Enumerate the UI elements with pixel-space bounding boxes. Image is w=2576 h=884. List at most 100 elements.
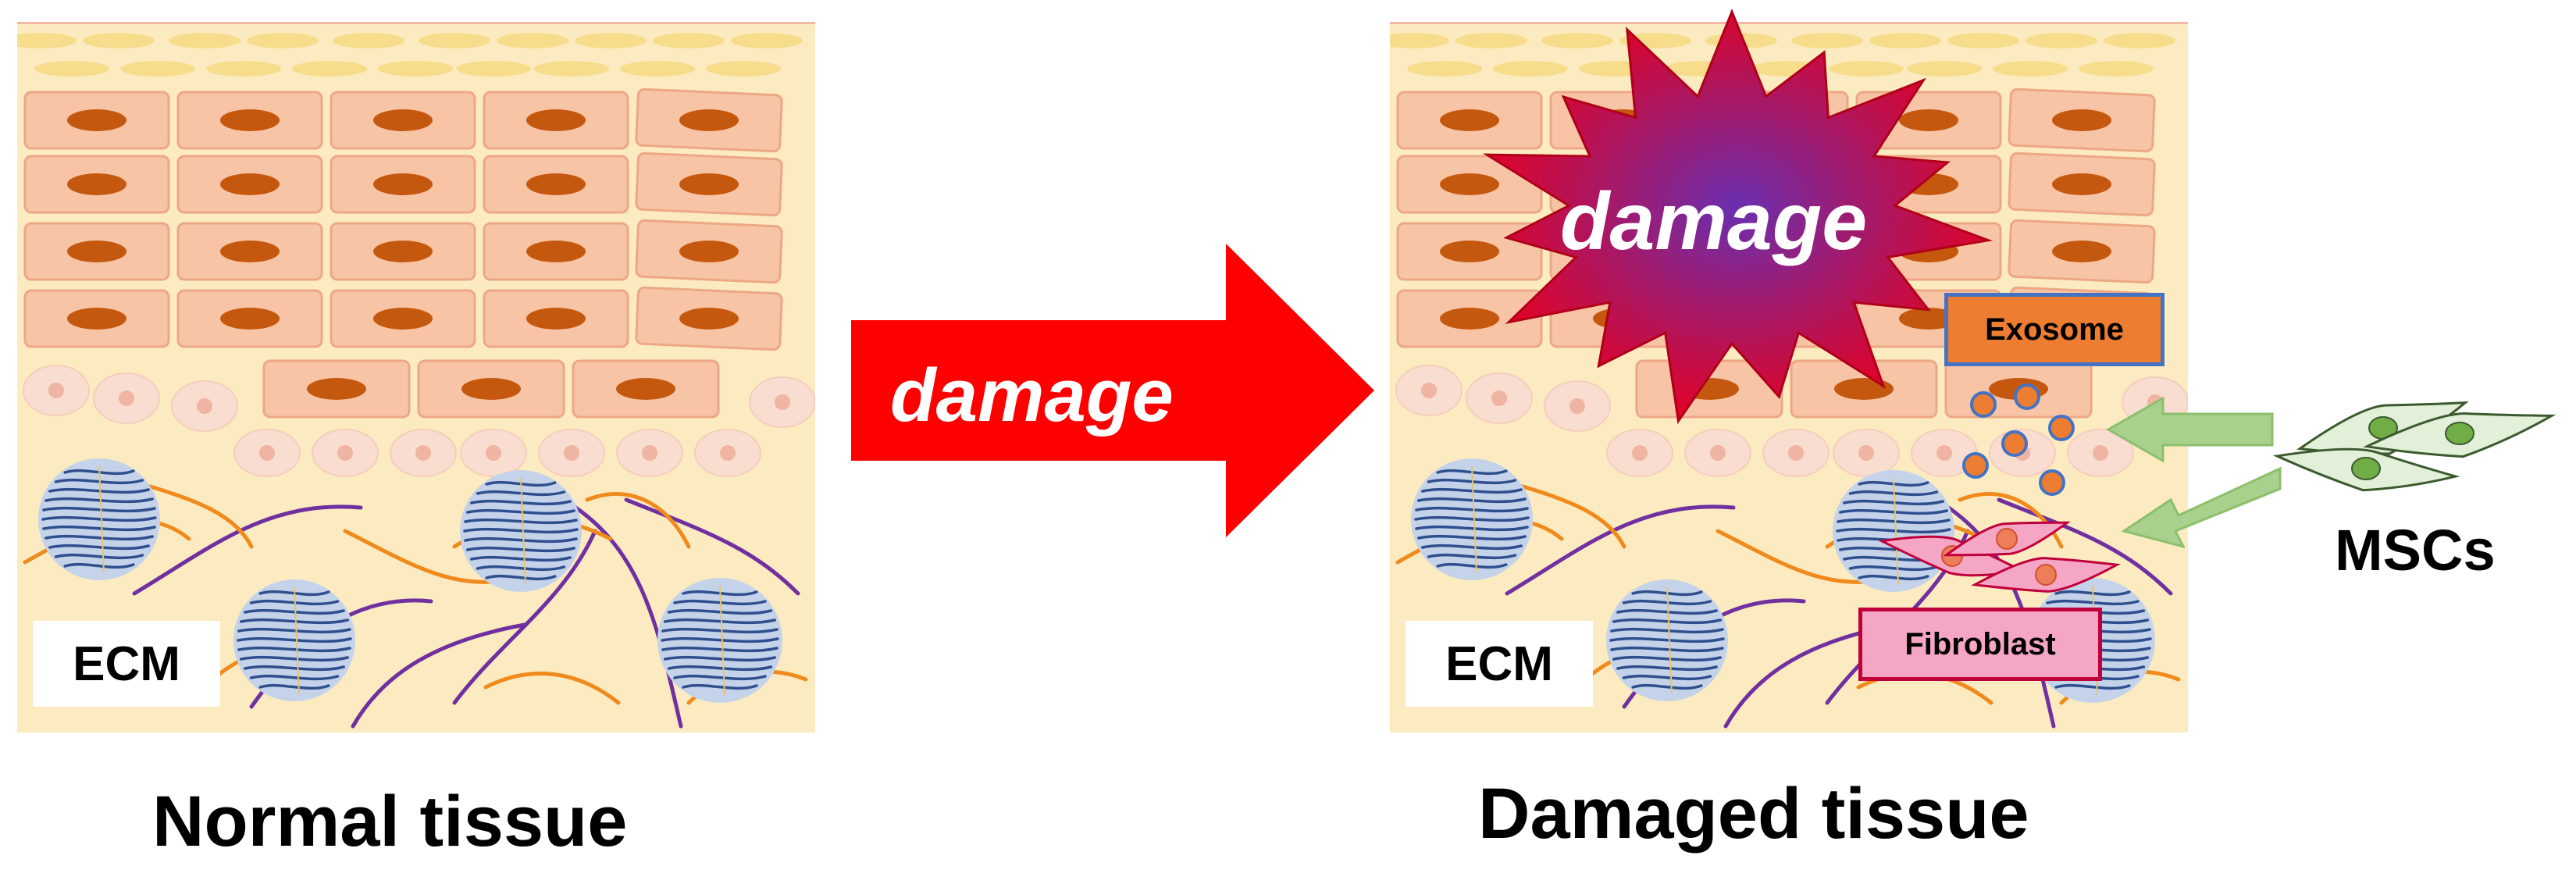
collagen-fiber — [63, 562, 135, 569]
collagen-fiber — [1609, 636, 1725, 643]
orange-fiber — [140, 482, 254, 549]
collagen-axis — [719, 585, 725, 696]
cell-nucleus — [1440, 109, 1499, 131]
surface-cell — [731, 33, 803, 48]
surface-cell — [206, 61, 281, 77]
collagen-fiber — [42, 525, 156, 532]
basal-nucleus — [1569, 398, 1585, 414]
collagen-fiber — [1848, 565, 1939, 572]
cell-nucleus — [220, 109, 280, 131]
cell-nucleus — [220, 308, 280, 330]
cell-nucleus — [220, 173, 280, 195]
exosome-vesicle — [2048, 415, 2075, 441]
surface-cell — [1869, 33, 1941, 48]
surface-cell — [706, 61, 781, 77]
collagen-fiber — [663, 618, 777, 625]
cell-nucleus — [67, 241, 126, 262]
cell-nucleus — [2052, 241, 2111, 262]
cell-nucleus — [526, 109, 586, 131]
collagen-fiber — [258, 683, 330, 690]
surface-cell — [1390, 33, 1449, 48]
cell-nucleus — [67, 109, 126, 131]
cell-nucleus — [679, 109, 739, 131]
collagen-fiber — [240, 655, 349, 662]
orange-fiber — [483, 672, 621, 705]
collagen-fiber — [45, 534, 154, 541]
purple-fiber — [1934, 497, 2056, 729]
collagen-fiber — [1612, 655, 1722, 662]
orange-fiber — [1512, 482, 1626, 549]
cell-nucleus — [2052, 109, 2111, 131]
purple-fiber — [351, 622, 527, 729]
damage-arrow-label: damage — [890, 354, 1174, 437]
cell-nucleus — [616, 378, 675, 400]
collagen-fiber — [1421, 544, 1523, 551]
surface-cell — [1947, 33, 2019, 48]
damage-arrow — [851, 244, 1374, 537]
surface-cell — [17, 33, 77, 48]
surface-cell — [653, 33, 725, 48]
purple-fiber — [1997, 497, 2173, 596]
surface-cell — [1907, 61, 1982, 77]
cell-nucleus — [220, 241, 280, 262]
fibroblast-nucleus — [1996, 528, 2018, 550]
collagen-fiber — [1417, 497, 1527, 504]
collagen-fiber — [41, 515, 157, 522]
basal-nucleus — [415, 445, 431, 461]
collagen-fiber — [1858, 574, 1929, 581]
msc-nucleus — [2445, 422, 2474, 445]
collagen-fiber — [476, 565, 566, 572]
collagen-fiber — [682, 683, 758, 690]
collagen-axis — [1666, 586, 1673, 694]
surface-cell — [620, 61, 695, 77]
exosome-vesicle — [2039, 469, 2065, 496]
surface-cell — [34, 61, 109, 77]
collagen-fiber — [1612, 618, 1722, 625]
collagen-fiber — [1839, 508, 1948, 515]
collagen-fiber — [1837, 518, 1951, 525]
cell-nucleus — [67, 308, 126, 330]
fibroblast-label: Fibroblast — [1858, 608, 2102, 681]
collagen-axis — [520, 477, 526, 585]
collagen-fiber — [45, 497, 154, 504]
collagen-fiber — [661, 636, 779, 643]
cell-nucleus — [373, 308, 433, 330]
collagen-fiber — [673, 674, 767, 681]
collagen-fiber — [1415, 506, 1529, 513]
cell-nucleus — [307, 378, 366, 400]
purple-fiber — [561, 497, 683, 729]
tissue-surface-line — [1390, 22, 2188, 24]
cell-nucleus — [526, 241, 586, 262]
surface-cell — [1541, 33, 1613, 48]
damage-burst — [1482, 8, 1993, 425]
collagen-fiber — [661, 627, 779, 634]
basal-nucleus — [48, 383, 64, 398]
collagen-fiber — [2054, 683, 2131, 690]
cell-nucleus — [1440, 241, 1499, 262]
surface-cell — [419, 33, 490, 48]
collagen-axis — [98, 465, 105, 573]
damage-burst-label: damage — [1560, 176, 1868, 267]
surface-cell — [292, 61, 367, 77]
surface-cell — [120, 61, 195, 77]
collagen-fiber — [1427, 553, 1517, 560]
basal-nucleus — [1491, 390, 1507, 406]
cell-nucleus — [679, 173, 739, 195]
collagen-fiber — [244, 665, 345, 672]
basal-nucleus — [1936, 445, 1952, 461]
surface-cell — [497, 33, 568, 48]
collagen-fiber — [1414, 515, 1530, 522]
collagen-fiber — [240, 618, 349, 625]
collagen-fiber — [485, 574, 557, 581]
exosome-vesicle — [2001, 430, 2028, 457]
collagen-fiber — [1610, 646, 1724, 653]
collagen-fiber — [249, 674, 340, 681]
exosome-label: Exosome — [1944, 293, 2164, 366]
surface-cell — [575, 33, 647, 48]
cell-nucleus — [526, 173, 586, 195]
cell-nucleus — [1899, 308, 1958, 330]
collagen-fiber — [237, 646, 351, 653]
collagen-fiber — [663, 655, 777, 662]
collagen-fiber — [464, 536, 578, 544]
